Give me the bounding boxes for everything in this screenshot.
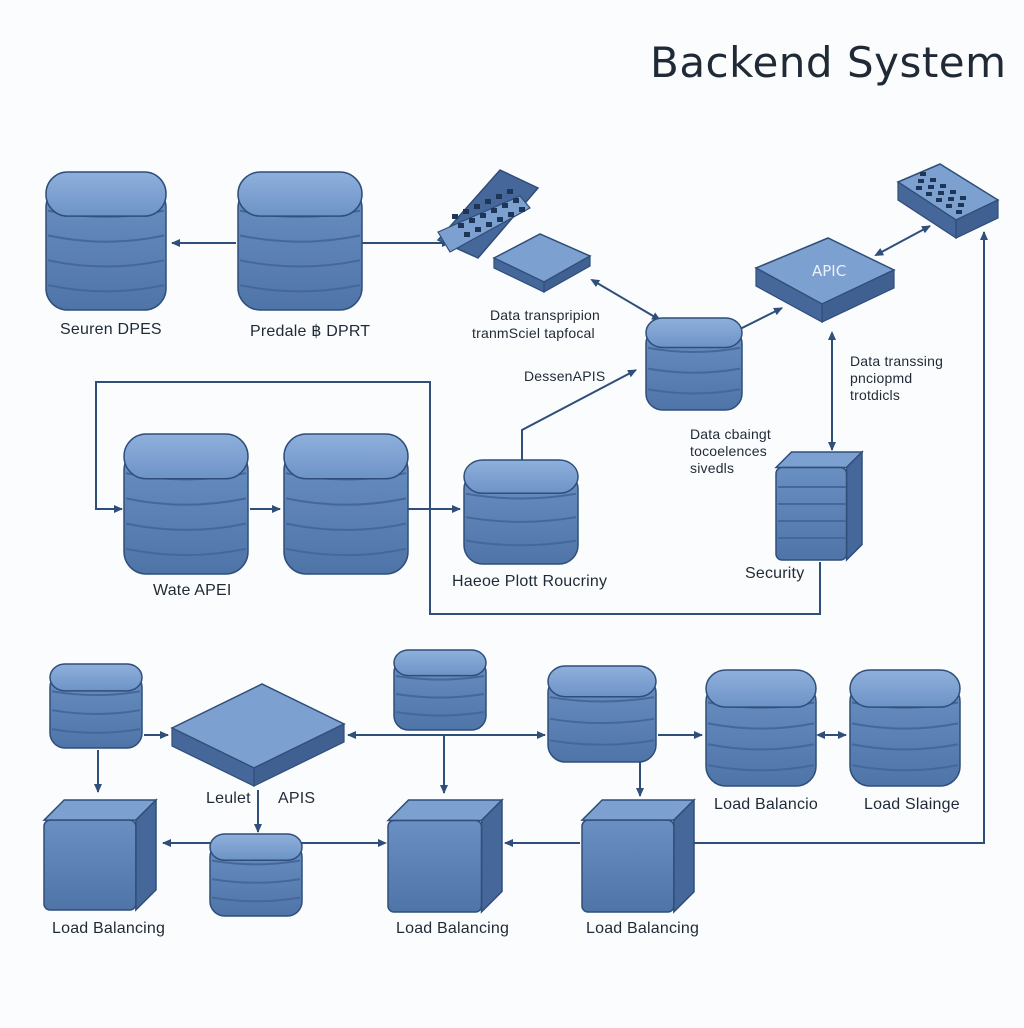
database-icon-predale	[237, 171, 363, 311]
label-data-transing-1: Data transsing	[850, 353, 944, 369]
label-lb-2: Load Balancing	[396, 920, 510, 937]
label-data-transing-2: pnciopmd	[850, 370, 913, 386]
database-icon-transfer	[645, 317, 743, 411]
loop-line	[95, 381, 431, 513]
right-vertical-line	[694, 231, 988, 844]
label-lb-1: Load Balancing	[52, 920, 166, 937]
security-server-icon	[774, 450, 864, 562]
connector-lines	[94, 225, 988, 847]
cube-node-icon-right	[580, 798, 696, 914]
label-data-cbaingt-1: Data cbaingt	[690, 426, 772, 442]
database-icon-lb-balancio	[705, 669, 817, 787]
label-data-transm-2: tranmSciel tapfocal	[472, 325, 595, 341]
database-icon-seuren	[45, 171, 167, 311]
keyboard-icon	[436, 169, 540, 259]
label-data-cbaingt-3: sivedls	[690, 460, 735, 476]
label-lb-3: Load Balancing	[586, 920, 700, 937]
label-lb-balancio: Load Balancio	[714, 796, 819, 813]
label-predale: Predale ฿ DPRT	[250, 323, 371, 340]
database-icon-center-right	[547, 665, 657, 763]
label-leulet: Leulet	[206, 790, 251, 807]
label-security: Security	[745, 565, 805, 582]
database-icon-haece	[463, 459, 579, 565]
label-dessen: DessenAPIS	[524, 368, 606, 384]
database-icon-lb-slainge	[849, 669, 961, 787]
label-haece: Haeoe Plott Roucriny	[452, 573, 608, 590]
label-apis: APIS	[278, 790, 316, 807]
arrow-haece-to-dessen	[521, 369, 637, 462]
label-data-transing-3: trotdicls	[850, 387, 901, 403]
label-seuren: Seuren DPES	[60, 321, 162, 338]
apic-label: APIC	[812, 262, 846, 280]
label-wate: Wate APEI	[153, 582, 232, 599]
database-icon-small-bottom	[209, 833, 303, 917]
arrow-keypad-to-db	[590, 278, 661, 321]
label-lb-slainge: Load Slainge	[864, 796, 960, 813]
diagram-nodes: APIC	[42, 163, 1000, 917]
database-icon-small-left	[49, 663, 143, 749]
arrow-db-to-apic	[737, 307, 783, 331]
cube-node-icon-left	[42, 798, 158, 912]
arrow-apic-to-rack	[874, 225, 931, 256]
label-data-transm-1: Data transpripion	[490, 307, 601, 323]
database-icon-wate	[123, 433, 249, 575]
page-title: Backend System	[650, 38, 1007, 87]
keypad-node-icon	[492, 233, 592, 294]
leulet-gateway-icon	[170, 683, 346, 787]
database-icon-top-center	[393, 649, 487, 731]
database-icon-middle	[283, 433, 409, 575]
server-rack-icon	[896, 163, 1000, 240]
label-data-cbaingt-2: tocoelences	[690, 443, 767, 459]
api-gateway-icon: APIC	[754, 237, 896, 324]
cube-node-icon-center	[386, 798, 504, 914]
loop-security	[429, 512, 821, 615]
